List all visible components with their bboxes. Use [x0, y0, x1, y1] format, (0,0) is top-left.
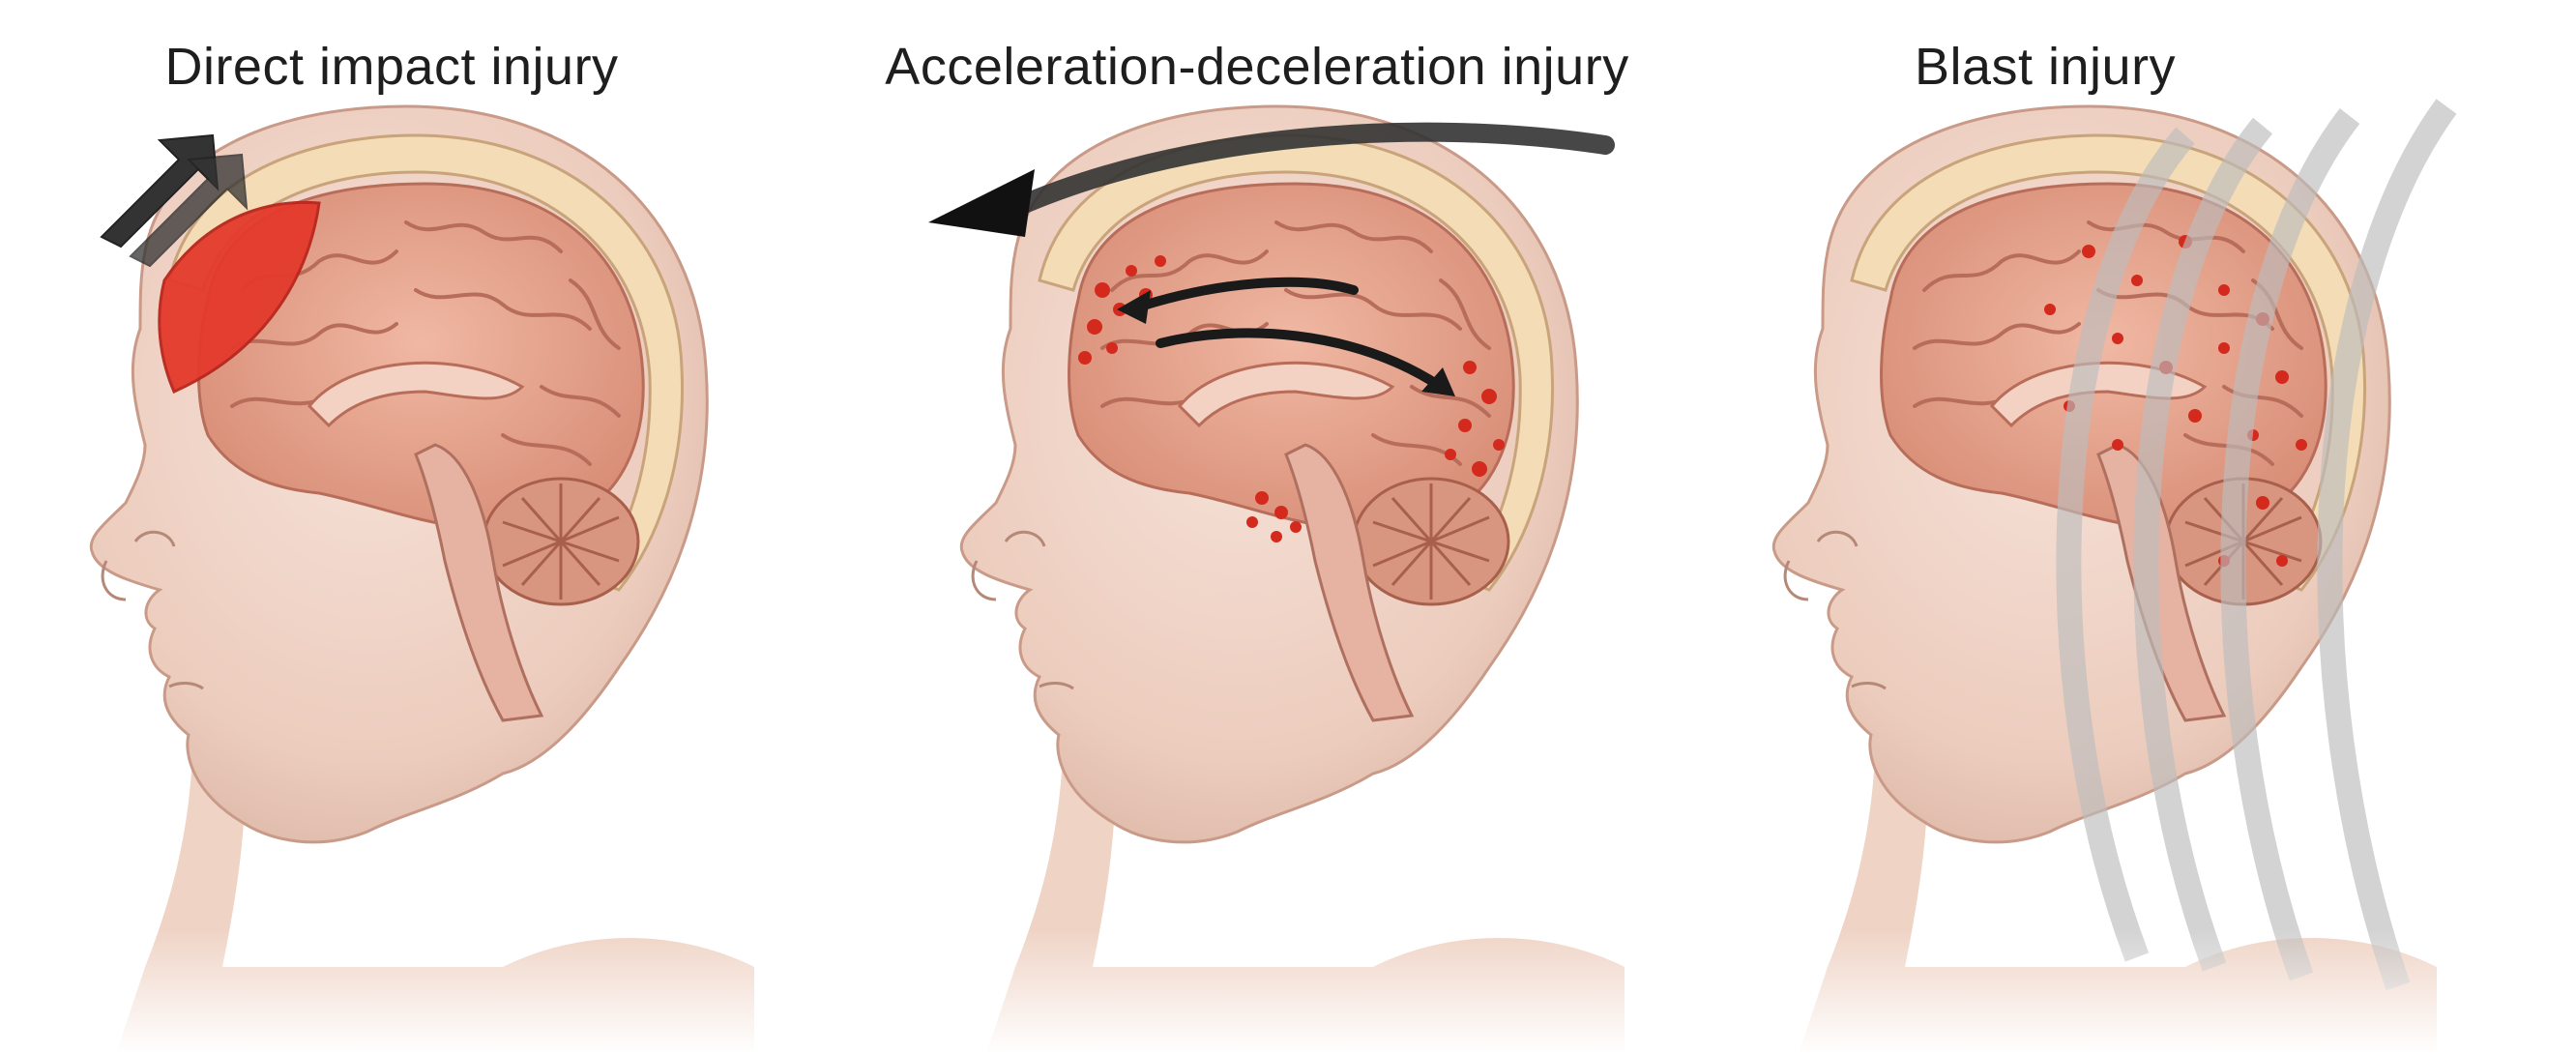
- panel-title-acceleration-deceleration: Acceleration-deceleration injury: [885, 38, 1629, 96]
- impact-arrow-icon: [100, 133, 249, 268]
- hematoma: [158, 200, 321, 394]
- head-blast: [1771, 99, 2457, 1054]
- contusion-dots-back: [1445, 361, 1505, 477]
- contusion-dots-brainstem: [1246, 491, 1302, 542]
- blast-wave-icon: [2056, 99, 2457, 991]
- rotation-arrow-icon: [1127, 277, 1446, 392]
- panel-title-blast: Blast injury: [1914, 38, 2177, 96]
- head-acceleration-deceleration: [928, 104, 1626, 1054]
- head-direct-impact: [89, 104, 757, 1054]
- panel-title-direct-impact: Direct impact injury: [164, 38, 619, 96]
- motion-arrow-icon: [1006, 122, 1615, 218]
